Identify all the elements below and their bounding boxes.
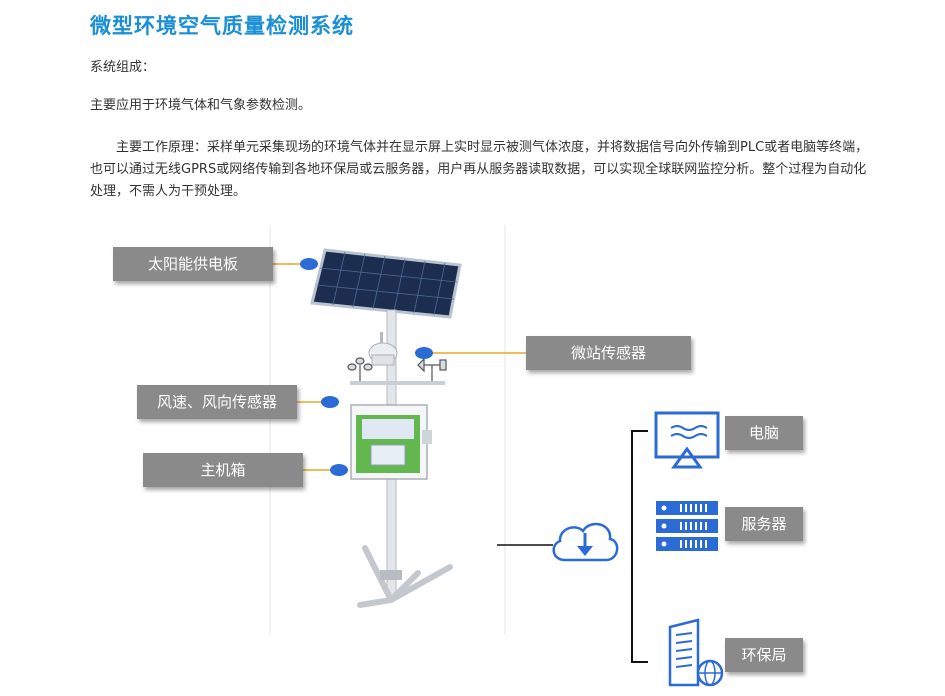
wind-sensor-label: 风速、风向传感器 xyxy=(137,385,297,419)
computer-icon xyxy=(654,411,720,469)
cloud-download-icon xyxy=(552,522,619,562)
micro-sensor-label: 微站传感器 xyxy=(526,336,691,370)
host-box-label: 主机箱 xyxy=(143,453,303,487)
host-dot xyxy=(330,464,348,476)
page-title: 微型环境空气质量检测系统 xyxy=(90,14,354,38)
solar-panel-illustration xyxy=(310,248,462,328)
solar-panel-label: 太阳能供电板 xyxy=(113,247,273,281)
computer-label: 电脑 xyxy=(725,416,803,450)
principle-text: 主要工作原理：采样单元采集现场的环境气体并在显示屏上实时显示被测气体浓度，并将数… xyxy=(90,140,869,199)
purpose-text: 主要应用于环境气体和气象参数检测。 xyxy=(90,98,312,113)
server-label: 服务器 xyxy=(725,507,803,541)
system-diagram: 太阳能供电板 微站传感器 风速、风向传感器 主机箱 电脑 服务器 环保局 xyxy=(0,215,945,696)
building-globe-icon xyxy=(668,618,724,687)
composition-label: 系统组成： xyxy=(90,60,156,75)
epb-label: 环保局 xyxy=(725,638,803,672)
micro-dot xyxy=(415,347,433,359)
wind-dot xyxy=(321,396,339,408)
solar-dot xyxy=(300,258,318,270)
diagram-graphics xyxy=(269,225,724,687)
server-icon xyxy=(656,501,718,551)
station-pole-illustration xyxy=(347,309,453,608)
